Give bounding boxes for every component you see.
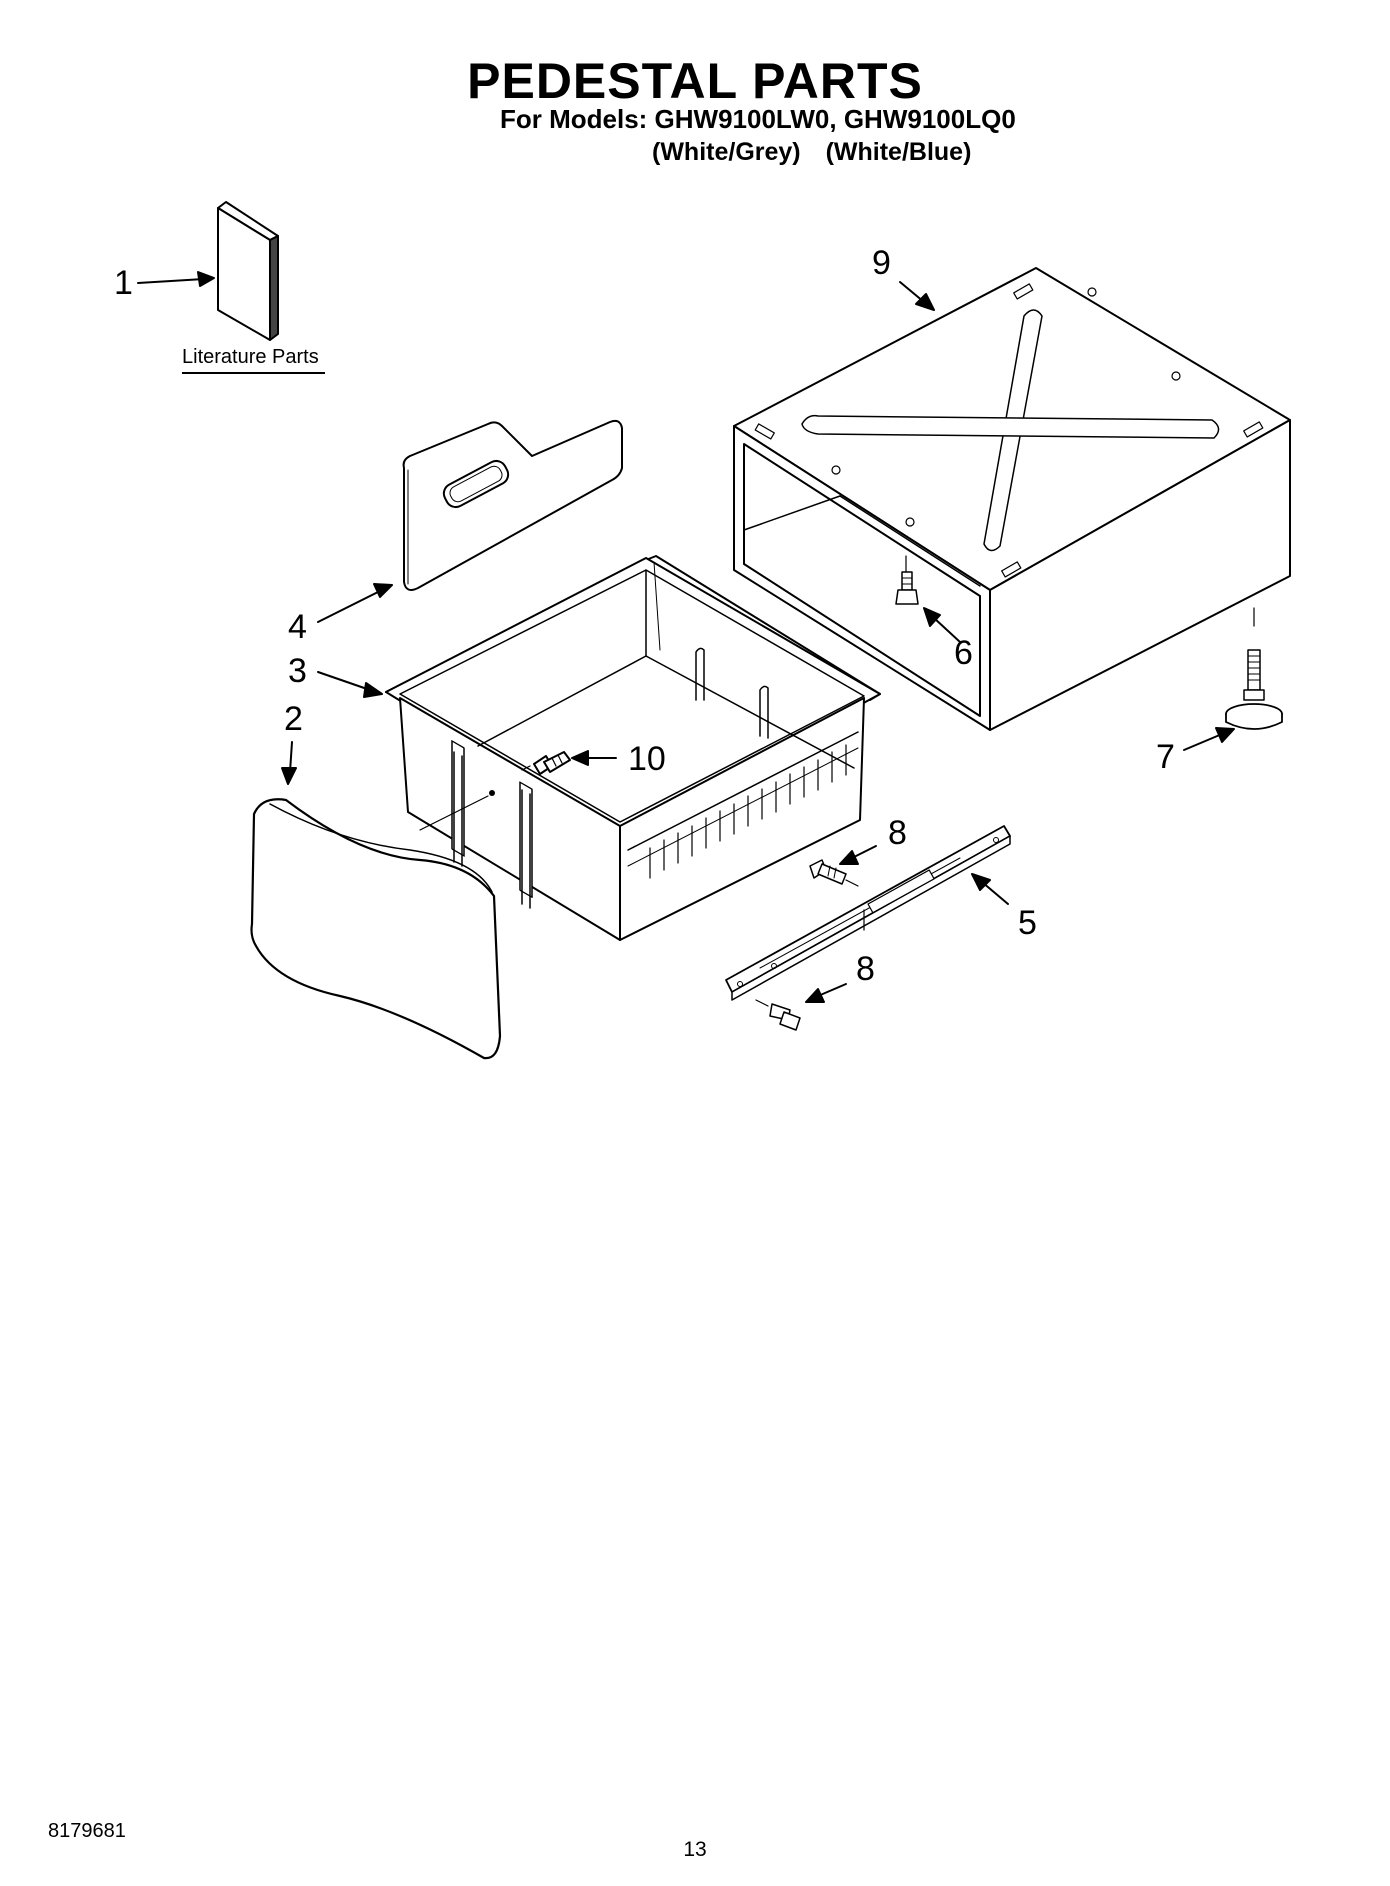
screw-8-upper	[809, 859, 859, 887]
arrow-4	[317, 583, 393, 623]
page-title: PEDESTAL PARTS	[467, 53, 923, 109]
arrow-1	[137, 271, 215, 287]
literature-underline	[182, 372, 325, 374]
document-number: 8179681	[48, 1820, 126, 1842]
arrow-5	[971, 873, 1009, 905]
literature-booklet	[217, 201, 279, 341]
arrow-6	[923, 607, 961, 643]
callout-4: 4	[288, 608, 307, 646]
color-1: (White/Grey)	[652, 138, 801, 166]
pedestal-cabinet	[733, 267, 1291, 731]
callout-7: 7	[1156, 738, 1175, 776]
arrow-8-upper	[839, 845, 877, 865]
drawer-bin	[385, 555, 881, 941]
screw-8-lower	[755, 999, 801, 1031]
leveling-leg	[1225, 607, 1283, 730]
screw-6	[895, 555, 919, 605]
callout-3: 3	[288, 652, 307, 690]
callout-5: 5	[1018, 904, 1037, 942]
model-colors: (White/Grey) (White/Blue)	[652, 138, 989, 167]
arrow-3	[317, 671, 383, 698]
screw-10	[521, 751, 571, 775]
drawer-divider	[402, 419, 623, 591]
callout-8-upper: 8	[888, 814, 907, 852]
color-2: (White/Blue)	[825, 138, 972, 166]
drawer-front-panel	[250, 798, 502, 1060]
callout-2: 2	[284, 700, 303, 738]
arrow-2	[281, 741, 297, 785]
callout-9: 9	[872, 244, 891, 282]
arrow-9	[899, 281, 935, 311]
arrow-7	[1183, 727, 1235, 751]
literature-parts-label: Literature Parts	[182, 346, 319, 368]
callout-8-lower: 8	[856, 950, 875, 988]
page-number: 13	[683, 1838, 707, 1861]
callout-10: 10	[628, 740, 666, 778]
callout-1: 1	[114, 264, 133, 302]
arrow-10	[571, 750, 617, 766]
callout-6: 6	[954, 634, 973, 672]
drawer-slide-rail	[725, 825, 1011, 1001]
arrow-8-lower	[805, 983, 847, 1003]
models-line: For Models: GHW9100LW0, GHW9100LQ0	[500, 104, 1016, 134]
